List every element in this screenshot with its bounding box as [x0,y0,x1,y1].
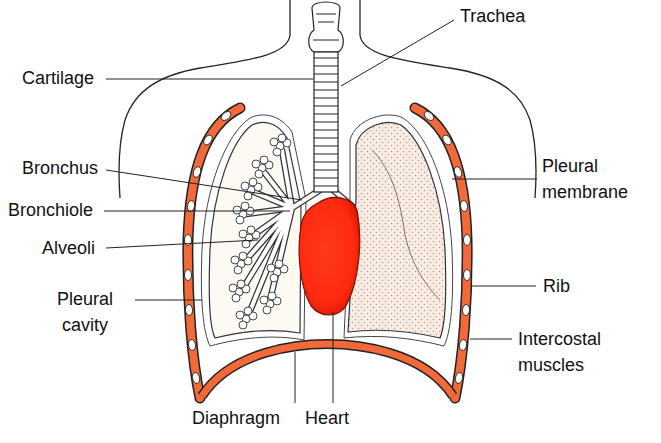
part-label: Diaphragm [192,407,280,429]
leader-line [295,352,296,403]
rib [454,372,463,384]
pleural-membrane [201,115,306,346]
larynx-detail [313,14,339,40]
leader-line [452,179,537,180]
alveolus-cluster [241,178,262,200]
cartilage-rings [314,58,338,186]
leader-line [470,339,512,340]
alveolus-cluster [233,202,254,224]
larynx [309,2,344,52]
leader-line [106,79,313,80]
right-lung [348,122,446,338]
rib [185,304,193,315]
alveolus-cluster [252,156,273,178]
rib [202,133,214,146]
leader-line [472,286,536,287]
part-label: Intercostal muscles [518,326,628,378]
rib [423,110,436,122]
alveolus-cluster [236,307,257,329]
rib [464,270,471,281]
part-label: Cartilage [22,67,94,89]
heart [299,197,360,315]
part-label: Pleural cavity [40,286,130,338]
part-label: Alveoli [42,237,95,259]
trachea-tube [314,52,338,192]
part-label: Rib [543,275,570,297]
rib [187,200,195,212]
rib [188,339,196,351]
rib [453,166,463,179]
diaphragm-muscle [202,344,453,396]
rib [462,304,470,315]
leader-line [341,20,454,86]
rib [459,339,467,351]
leader-line [135,300,202,301]
alveolus-cluster [239,226,260,248]
alveolus-cluster [270,134,291,156]
part-label: Heart [305,407,349,429]
leader-line [106,170,302,200]
leader-line [104,211,290,212]
alveolus-cluster [267,260,288,282]
pleural-membrane [344,115,453,346]
rib [185,270,192,281]
rib [191,372,200,384]
alveolus-cluster [260,292,281,314]
leader-line [333,312,334,403]
rib [464,235,471,246]
rib [460,200,468,212]
rib [192,166,202,179]
rib [220,110,233,122]
leader-line [106,240,258,248]
part-label: Bronchiole [8,199,93,221]
alveolus-cluster [229,280,250,302]
left-shoulder [119,0,290,198]
alveolus-cluster [231,252,252,274]
body-outline [119,0,536,198]
diaphragm-outline [202,344,453,396]
alveoli-clusters [229,134,291,329]
rib [441,133,453,146]
lung-lobe-line [372,150,440,300]
part-label: Pleural membrane [542,153,657,205]
diaphragm [202,344,453,396]
leader-lines [104,20,537,403]
part-label: Bronchus [22,157,98,179]
part-label: Trachea [460,5,525,27]
